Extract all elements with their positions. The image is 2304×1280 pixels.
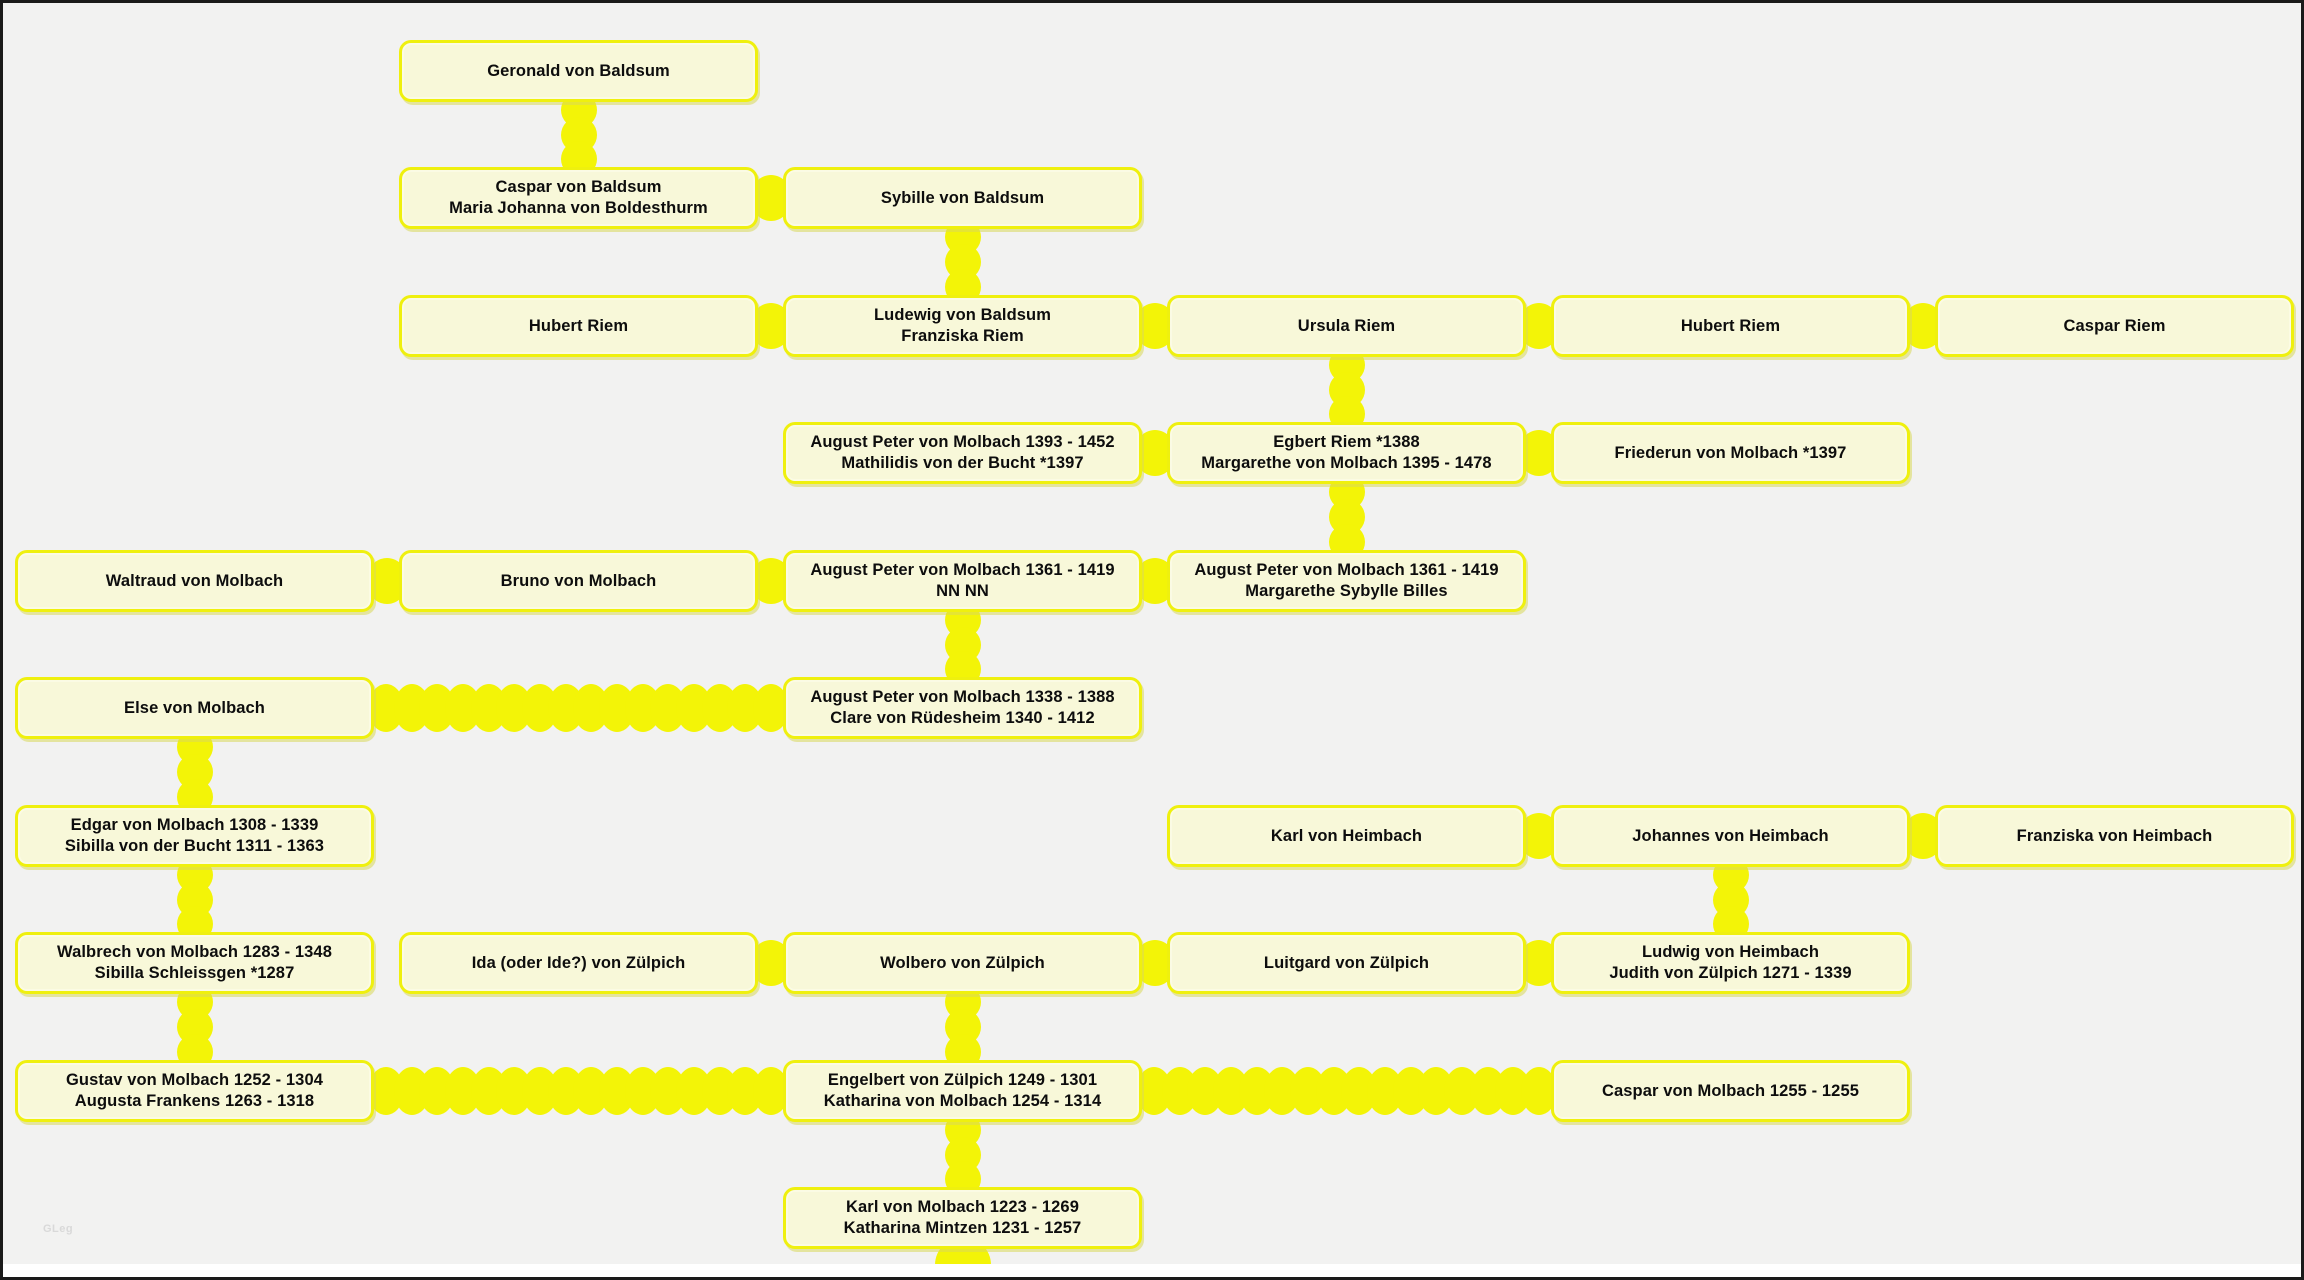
person-box-else-von-molbach[interactable]: Else von Molbach	[15, 677, 374, 739]
person-box-caspar-von-molbach[interactable]: Caspar von Molbach 1255 - 1255	[1551, 1060, 1910, 1122]
person-name-line: Hubert Riem	[1680, 316, 1781, 335]
person-name-line: Johannes von Heimbach	[1632, 826, 1829, 845]
person-name-line: August Peter von Molbach 1338 - 1388	[810, 688, 1115, 706]
person-name-line: Katharina Mintzen 1231 - 1257	[843, 1219, 1082, 1237]
person-box-waltraud-von-molbach[interactable]: Waltraud von Molbach	[15, 550, 374, 612]
person-name-line: Ida (oder Ide?) von Zülpich	[471, 953, 686, 972]
person-box-august-peter-1361-nn[interactable]: August Peter von Molbach 1361 - 1419 NN N…	[783, 550, 1142, 612]
person-box-hubert-riem-1[interactable]: Hubert Riem	[399, 295, 758, 357]
person-name-line: Caspar von Molbach 1255 - 1255	[1601, 1081, 1860, 1100]
person-box-caspar-riem[interactable]: Caspar Riem	[1935, 295, 2294, 357]
person-name-line: August Peter von Molbach 1361 - 1419	[1194, 561, 1499, 579]
person-box-ida-von-zuelpich[interactable]: Ida (oder Ide?) von Zülpich	[399, 932, 758, 994]
person-box-wolbero-von-zuelpich[interactable]: Wolbero von Zülpich	[783, 932, 1142, 994]
person-name-line: Caspar Riem	[2063, 316, 2166, 335]
person-name-line: Sybille von Baldsum	[880, 188, 1045, 207]
person-name-line: Sibilla Schleissgen *1287	[94, 964, 295, 982]
person-box-franziska-von-heimbach[interactable]: Franziska von Heimbach	[1935, 805, 2294, 867]
person-name-line: Gustav von Molbach 1252 - 1304	[65, 1071, 324, 1089]
person-name-line: Karl von Molbach 1223 - 1269	[846, 1198, 1079, 1216]
person-name-line: Geronald von Baldsum	[487, 61, 670, 80]
person-box-sybille-von-baldsum[interactable]: Sybille von Baldsum	[783, 167, 1142, 229]
person-name-line: Egbert Riem *1388	[1273, 433, 1420, 451]
person-name-line: Judith von Zülpich 1271 - 1339	[1609, 964, 1852, 982]
person-name-line: Caspar von Baldsum	[495, 178, 662, 196]
person-name-line: Sibilla von der Bucht 1311 - 1363	[64, 837, 325, 855]
person-name-line: Engelbert von Zülpich 1249 - 1301	[827, 1071, 1098, 1089]
person-name-line: Mathilidis von der Bucht *1397	[841, 454, 1084, 472]
person-name-line: Ludewig von Baldsum	[874, 306, 1051, 324]
watermark-text: GLeg	[43, 1223, 74, 1235]
person-box-geronald-von-baldsum[interactable]: Geronald von Baldsum	[399, 40, 758, 102]
person-name-line: NN NN	[936, 582, 989, 600]
person-name-line: Franziska von Heimbach	[2016, 826, 2213, 845]
person-name-line: Wolbero von Zülpich	[880, 953, 1045, 972]
bottom-strip	[3, 1264, 2301, 1277]
person-name-line: Katharina von Molbach 1254 - 1314	[823, 1092, 1102, 1110]
person-box-hubert-riem-2[interactable]: Hubert Riem	[1551, 295, 1910, 357]
person-box-luitgard-von-zuelpich[interactable]: Luitgard von Zülpich	[1167, 932, 1526, 994]
person-name-line: Franziska Riem	[901, 327, 1024, 345]
person-box-ursula-riem[interactable]: Ursula Riem	[1167, 295, 1526, 357]
person-name-line: Friederun von Molbach *1397	[1614, 443, 1847, 462]
person-name-line: Edgar von Molbach 1308 - 1339	[70, 816, 319, 834]
person-name-line: Bruno von Molbach	[500, 571, 657, 590]
person-name-line: Luitgard von Zülpich	[1263, 953, 1430, 972]
person-name-line: Ursula Riem	[1297, 316, 1396, 335]
person-name-line: Margarethe von Molbach 1395 - 1478	[1201, 454, 1492, 472]
person-box-karl-von-heimbach[interactable]: Karl von Heimbach	[1167, 805, 1526, 867]
person-name-line: Waltraud von Molbach	[105, 571, 284, 590]
person-box-johannes-von-heimbach[interactable]: Johannes von Heimbach	[1551, 805, 1910, 867]
person-box-friederun-von-molbach[interactable]: Friederun von Molbach *1397	[1551, 422, 1910, 484]
person-name-line: Clare von Rüdesheim 1340 - 1412	[830, 709, 1095, 727]
person-name-line: Maria Johanna von Boldesthurm	[449, 199, 708, 217]
person-name-line: Margarethe Sybylle Billes	[1245, 582, 1448, 600]
person-name-line: Hubert Riem	[528, 316, 629, 335]
person-name-line: Walbrech von Molbach 1283 - 1348	[57, 943, 332, 961]
person-name-line: Else von Molbach	[124, 698, 265, 717]
person-name-line: Ludwig von Heimbach	[1642, 943, 1819, 961]
person-name-line: August Peter von Molbach 1361 - 1419	[810, 561, 1115, 579]
person-name-line: August Peter von Molbach 1393 - 1452	[810, 433, 1115, 451]
person-name-line: Augusta Frankens 1263 - 1318	[74, 1092, 315, 1110]
person-box-bruno-von-molbach[interactable]: Bruno von Molbach	[399, 550, 758, 612]
person-name-line: Karl von Heimbach	[1270, 826, 1423, 845]
